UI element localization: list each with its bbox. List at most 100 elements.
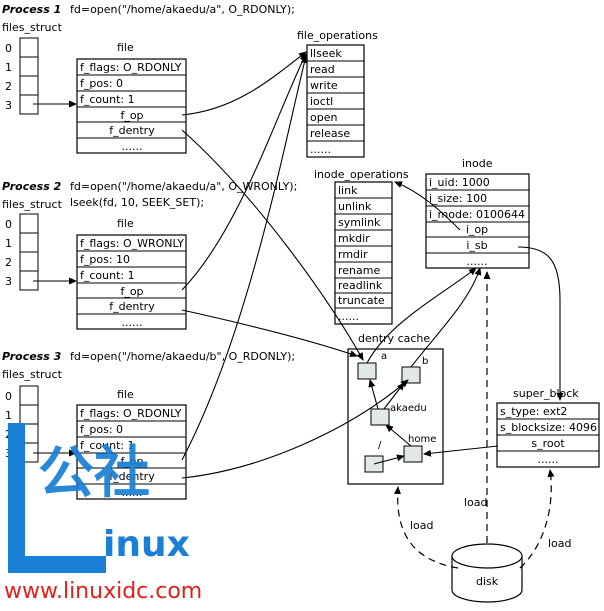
file-2-title: file xyxy=(117,217,134,230)
watermark: 公社 inux www.linuxidc.com xyxy=(4,423,202,604)
file-2-field: f_op xyxy=(120,285,143,298)
process-2-label: Process 2 xyxy=(2,180,62,193)
files-struct-1-title: files_struct xyxy=(2,21,63,34)
file-2-field: f_flags: O_WRONLY xyxy=(80,237,184,250)
file-2-struct: f_flags: O_WRONLY f_pos: 10 f_count: 1 f… xyxy=(76,234,187,330)
watermark-logo-text: 公社 xyxy=(38,441,150,506)
fd-index-0: 0 xyxy=(5,390,12,403)
dentry-label-root: / xyxy=(378,440,382,451)
inode-field: i_op xyxy=(466,223,488,236)
process-2-code-2: lseek(fd, 10, SEEK_SET); xyxy=(70,196,204,209)
process-2: Process 2 fd=open("/home/akaedu/a", O_WR… xyxy=(2,180,297,330)
file-op-item: ioctl xyxy=(310,95,333,108)
file-2-field: f_count: 1 xyxy=(80,269,135,282)
file-operations-title: file_operations xyxy=(297,29,378,42)
process-2-code: fd=open("/home/akaedu/a", O_WRONLY); xyxy=(70,180,297,193)
dentry-node-akaedu xyxy=(370,408,390,426)
disk-label: disk xyxy=(476,575,499,588)
super-block-field: s_root xyxy=(531,437,565,450)
inode-op-item: truncate xyxy=(338,294,385,307)
super-block-field: s_blocksize: 4096 xyxy=(500,421,597,434)
fd-index-1: 1 xyxy=(5,237,12,250)
inode-op-item: readlink xyxy=(338,279,383,292)
file-1-field: f_pos: 0 xyxy=(80,77,123,90)
fd-index-3: 3 xyxy=(5,99,12,112)
disk: disk xyxy=(451,543,523,603)
inode-op-item: rename xyxy=(338,264,380,277)
file-1-field: f_count: 1 xyxy=(80,93,135,106)
inode-operations: inode_operations link unlink symlink mkd… xyxy=(314,168,409,325)
process-3-code: fd=open("/home/akaedu/b", O_RDONLY); xyxy=(70,350,295,363)
inode-field: i_mode: 0100644 xyxy=(429,208,525,221)
fd-index-0: 0 xyxy=(5,42,12,55)
file-op-item: write xyxy=(310,79,338,92)
file-1-field: f_flags: O_RDONLY xyxy=(80,61,182,74)
inode-op-item: mkdir xyxy=(338,232,370,245)
file-3-field: f_flags: O_RDONLY xyxy=(80,407,182,420)
fd-index-3: 3 xyxy=(5,275,12,288)
process-3-label: Process 3 xyxy=(2,350,62,363)
inode-title: inode xyxy=(462,157,493,170)
files-struct-2-title: files_struct xyxy=(2,198,63,211)
file-op-item: llseek xyxy=(310,47,342,60)
file-2-field: ...... xyxy=(122,316,143,329)
dentry-label-home: home xyxy=(408,434,436,445)
fd-index-1: 1 xyxy=(5,61,12,74)
inode-operations-title: inode_operations xyxy=(314,168,409,181)
fd-index-1: 1 xyxy=(5,409,12,422)
file-1-field: ...... xyxy=(122,140,143,153)
files-struct-2: 0 1 2 3 xyxy=(5,213,39,291)
file-1-field: f_op xyxy=(120,109,143,122)
inode-op-item: rmdir xyxy=(338,248,368,261)
process-1-label: Process 1 xyxy=(2,3,61,16)
file-3-struct: f_flags: O_RDONLY f_pos: 0 f_count: 1 f_… xyxy=(76,404,187,500)
file-1-struct: f_flags: O_RDONLY f_pos: 0 f_count: 1 f_… xyxy=(76,58,187,154)
inode-field: i_size: 100 xyxy=(429,192,487,205)
file-op-item: release xyxy=(310,127,350,140)
inode: inode i_uid: 1000 i_size: 100 i_mode: 01… xyxy=(425,157,530,269)
files-struct-3-title: files_struct xyxy=(2,368,63,381)
fd-index-2: 2 xyxy=(5,256,12,269)
super-block-field: s_type: ext2 xyxy=(500,405,567,418)
dentry-cache: dentry cache a b akaedu / home xyxy=(347,332,444,485)
file-3-field: f_dentry xyxy=(109,470,155,483)
watermark-brand: inux xyxy=(103,524,190,565)
watermark-logo-bar xyxy=(8,423,25,573)
files-struct-1: 0 1 2 3 xyxy=(5,37,39,115)
watermark-url: www.linuxidc.com xyxy=(4,579,202,604)
file-op-item: read xyxy=(310,63,335,76)
dentry-label-akaedu: akaedu xyxy=(390,403,427,414)
super-block-title: super_block xyxy=(513,387,579,400)
load-arrows: load load load xyxy=(394,271,572,569)
file-2-field: f_pos: 10 xyxy=(80,253,130,266)
inode-op-item: unlink xyxy=(338,200,372,213)
dentry-node-home xyxy=(403,445,423,463)
watermark-logo-base xyxy=(8,556,106,573)
dentry-label-b: b xyxy=(422,356,428,367)
dentry-node-b xyxy=(401,366,421,384)
inode-field: i_uid: 1000 xyxy=(429,176,490,189)
fd-index-0: 0 xyxy=(5,218,12,231)
load-label: load xyxy=(410,519,434,532)
load-label: load xyxy=(464,496,488,509)
process-1-code: fd=open("/home/akaedu/a", O_RDONLY); xyxy=(70,3,295,16)
dentry-node-a xyxy=(357,362,377,380)
inode-op-item: ...... xyxy=(338,310,359,323)
file-1-title: file xyxy=(117,41,134,54)
arrows xyxy=(33,51,564,479)
fd-index-2: 2 xyxy=(5,80,12,93)
file-2-field: f_dentry xyxy=(109,300,155,313)
load-label: load xyxy=(548,537,572,550)
dentry-cache-title: dentry cache xyxy=(358,332,430,345)
inode-field: i_sb xyxy=(466,239,487,252)
file-operations: file_operations llseek read write ioctl … xyxy=(297,29,378,158)
file-3-field: f_op xyxy=(120,455,143,468)
process-3: Process 3 fd=open("/home/akaedu/b", O_RD… xyxy=(2,350,295,500)
process-1: Process 1 fd=open("/home/akaedu/a", O_RD… xyxy=(2,3,295,154)
file-3-field: f_pos: 0 xyxy=(80,423,123,436)
file-1-field: f_dentry xyxy=(109,124,155,137)
inode-op-item: link xyxy=(338,184,358,197)
inode-op-item: symlink xyxy=(338,216,381,229)
file-3-field: f_count: 1 xyxy=(80,439,135,452)
